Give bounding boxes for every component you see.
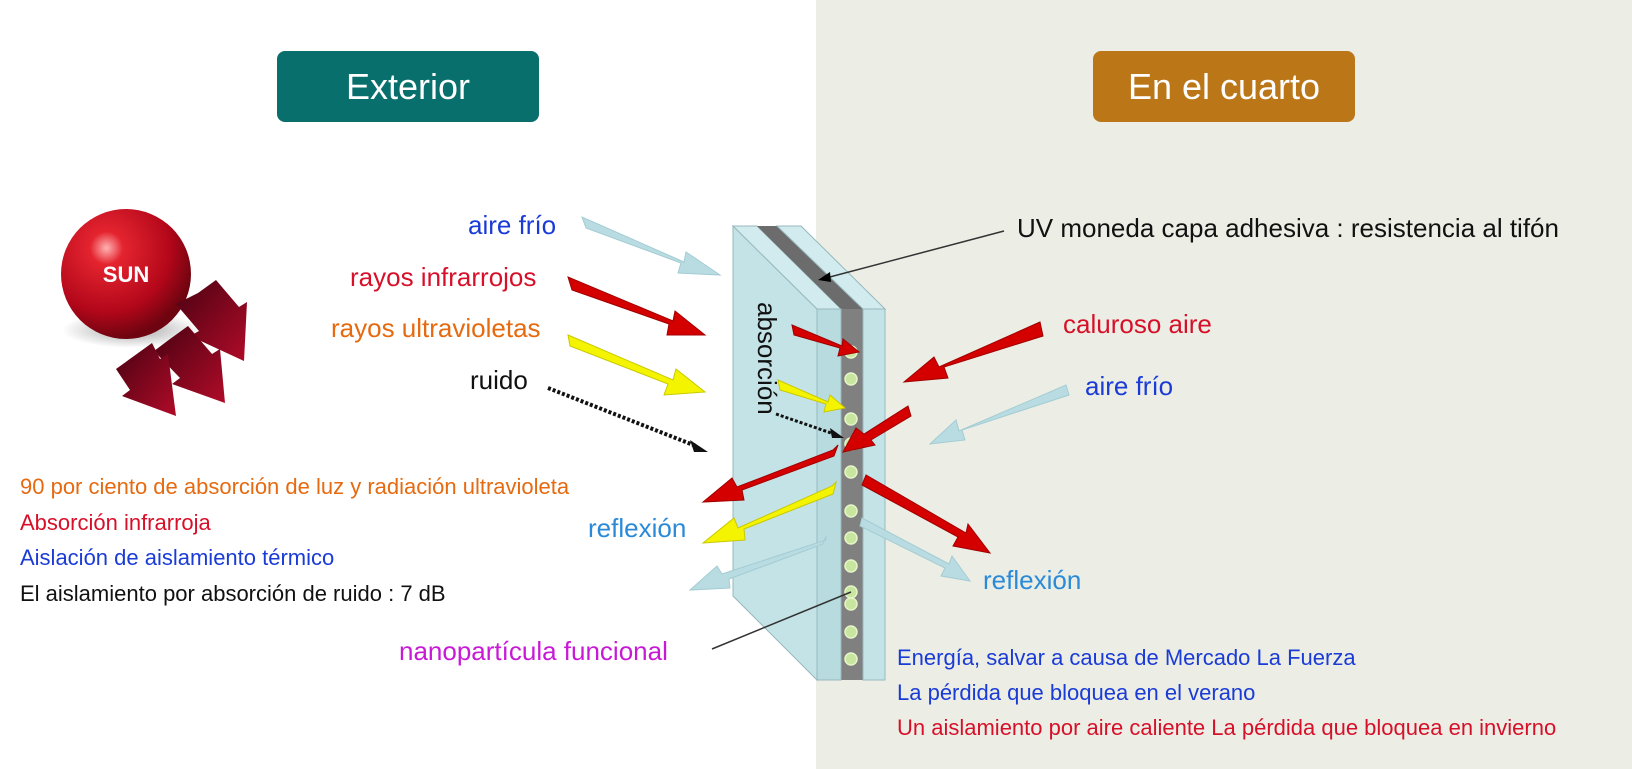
room-header: En el cuarto (1093, 51, 1355, 122)
nanoparticle-dot (844, 504, 858, 518)
incoming-arrows (547, 216, 722, 452)
ultraviolet-arrow (567, 334, 707, 396)
noise-arrowhead (690, 440, 708, 452)
interlayer (841, 309, 863, 680)
nanoparticle-dot (844, 372, 858, 386)
reflection-label-right: reflexión (983, 565, 1082, 595)
infrared-absorbed-arrow (791, 324, 861, 357)
uv-layer-leader-line (825, 230, 1005, 279)
ultraviolet-absorbed-arrow (777, 379, 847, 413)
exterior-header-label: Exterior (345, 65, 471, 107)
nanoparticle-leader-line (711, 591, 852, 650)
room-background (816, 0, 1632, 769)
hot-air-arrow (902, 321, 1044, 383)
exterior-header: Exterior (277, 51, 539, 122)
room-header-label: En el cuarto (1127, 65, 1321, 107)
sun-ray-arrow (116, 343, 176, 416)
sun-label: SUN (103, 262, 149, 287)
infrared-reflection-arrow (701, 444, 839, 503)
benefit-thermal: Aislación de aislamiento térmico (20, 545, 335, 570)
infrared-arrow (567, 276, 707, 336)
nanoparticle-dot (844, 625, 858, 639)
uv-layer-label: UV moneda capa adhesiva : resistencia al… (1017, 213, 1559, 243)
nanoparticle-dot (844, 465, 858, 479)
interlayer-top (757, 226, 863, 309)
ultraviolet-label: rayos ultravioletas (331, 313, 541, 343)
nanoparticle-label: nanopartícula funcional (399, 636, 668, 666)
glass-pane (731, 224, 887, 682)
cold-air-reflection-arrow-right (859, 517, 972, 582)
benefit-uv: 90 por ciento de absorción de luz y radi… (20, 474, 570, 499)
nanoparticle-dot (844, 412, 858, 426)
benefit-infrared: Absorción infrarroja (20, 510, 211, 535)
room-arrows (842, 321, 1070, 582)
benefit-noise: El aislamiento por absorción de ruido : … (20, 581, 446, 606)
sun: SUN (61, 209, 202, 348)
cold-air-arrow-left (581, 216, 722, 276)
benefit-summer: La pérdida que bloquea en el verano (897, 680, 1256, 705)
absorbed-arrows (775, 324, 861, 438)
reflected-arrows-left (688, 444, 839, 591)
ultraviolet-reflection-arrow (701, 480, 837, 544)
cold-air-arrow-right (928, 384, 1070, 445)
nanoparticle-dot (844, 531, 858, 545)
noise-arrow (547, 386, 697, 448)
sun-rays (116, 280, 247, 416)
benefit-energy: Energía, salvar a causa de Mercado La Fu… (897, 645, 1356, 670)
infrared-reflection-arrow-right (861, 474, 992, 554)
sun-sphere (61, 209, 191, 339)
nanoparticle-dot (844, 652, 858, 666)
noise-absorbed-arrowhead (830, 428, 844, 438)
absorption-label: absorción (752, 302, 782, 415)
noise-label: ruido (470, 365, 528, 395)
hot-air-reflection-arrow (842, 405, 912, 453)
uv-layer-leader-arrowhead (818, 272, 831, 282)
nanoparticle-dot (844, 559, 858, 573)
infrared-label: rayos infrarrojos (350, 262, 537, 292)
cold-air-label-right: aire frío (1085, 371, 1174, 401)
cold-air-reflection-arrow (688, 535, 827, 591)
hot-air-label: caluroso aire (1063, 309, 1212, 339)
sun-ray-arrow (154, 326, 225, 403)
sun-ray-arrow (176, 280, 247, 361)
cold-air-label-left: aire frío (468, 210, 557, 240)
benefit-winter: Un aislamiento por aire caliente La pérd… (897, 715, 1557, 740)
reflection-label-left: reflexión (588, 513, 687, 543)
noise-absorbed-arrow (775, 412, 835, 436)
nanoparticle-dot (844, 597, 858, 611)
